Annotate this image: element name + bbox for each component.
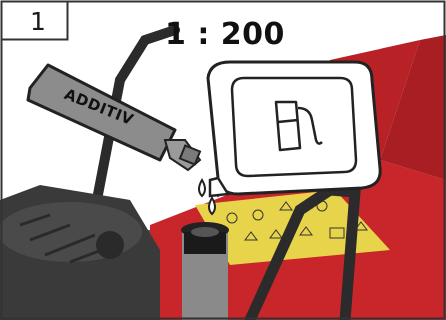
droplet	[209, 198, 215, 214]
pull-start-hub	[96, 231, 124, 259]
mix-ratio-label: 1 : 200	[160, 14, 290, 54]
step-number: 1	[12, 6, 64, 36]
fuel-can	[208, 62, 380, 196]
droplet	[199, 180, 205, 196]
